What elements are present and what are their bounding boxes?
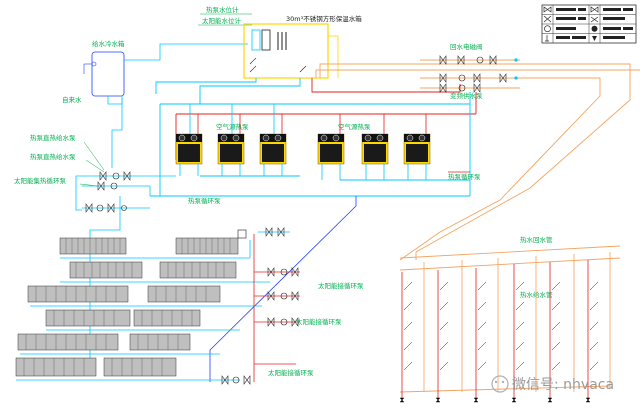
return-valve-group — [420, 55, 520, 65]
hot-circ-pump-label: 热泵循环泵 — [448, 172, 481, 181]
heat-pump-unit-5 — [361, 133, 389, 180]
hw-level-label: 热泵水位计 — [206, 5, 239, 14]
var-freq-pump-label: 变频供水泵 — [450, 91, 483, 100]
heat-pump-unit-4 — [317, 133, 345, 180]
solar-row-1 — [59, 237, 239, 255]
heat-pump-unit-6 — [403, 133, 431, 180]
watermark-text: 微信号: nhvaca — [512, 377, 614, 393]
hot-supply-pipe-label: 热水给水管 — [520, 290, 553, 299]
stainless-tank-label: 30m³不锈钢方形保温水箱 — [286, 14, 362, 23]
stainless-tank — [243, 23, 329, 79]
expansion-tank-icon — [237, 229, 247, 239]
legend — [541, 4, 637, 44]
hp-supply-label-1: 热泵直热给水泵 — [30, 133, 76, 142]
solar-row-5 — [17, 333, 191, 351]
solar-loop-label-3: 太阳能接循环泵 — [268, 368, 314, 377]
heat-pump-unit-2 — [217, 133, 245, 176]
watermark: 微信号: nhvaca — [491, 375, 614, 393]
solar-row-3 — [27, 285, 221, 303]
solar-loop-label-1: 太阳能接循环泵 — [318, 281, 364, 290]
building-risers — [399, 245, 621, 403]
valve-icon — [543, 6, 552, 13]
solar-collector-array — [15, 237, 239, 377]
solar-row-4 — [45, 309, 201, 327]
solar-level-label: 太阳能水位计 — [202, 16, 242, 25]
ashp-label-1: 空气源热泵 — [216, 122, 249, 131]
hot-return-pipe-label: 热水回水管 — [520, 235, 553, 244]
left-pump-group — [82, 171, 176, 213]
hp-supply-label-2: 热泵直热给水泵 — [30, 152, 76, 161]
tap-water-label: 自来水 — [62, 95, 82, 104]
solar-loop-label-2: 太阳能接循环泵 — [296, 317, 342, 326]
heat-pump-unit-1 — [175, 133, 203, 176]
solar-pump-label: 太阳能集热循环泵 — [14, 176, 67, 185]
pump-icon — [544, 25, 551, 33]
hp-circ-pump-label: 热泵循环泵 — [188, 196, 221, 205]
solar-row-2 — [69, 261, 237, 279]
solar-loop-pumps — [221, 267, 299, 385]
ashp-label-2: 空气源热泵 — [338, 122, 371, 131]
heat-pump-unit-3 — [259, 133, 287, 176]
return-valve-label: 回水电磁阀 — [450, 42, 483, 51]
check-valve-icon — [543, 15, 552, 23]
pump-row-var-freq-2 — [420, 83, 520, 93]
cold-water-tank — [83, 51, 125, 97]
thermometer-icon — [545, 35, 549, 42]
cold-tank-label: 给水冷水箱 — [92, 39, 125, 48]
pump-row-var-freq-1 — [420, 73, 520, 83]
